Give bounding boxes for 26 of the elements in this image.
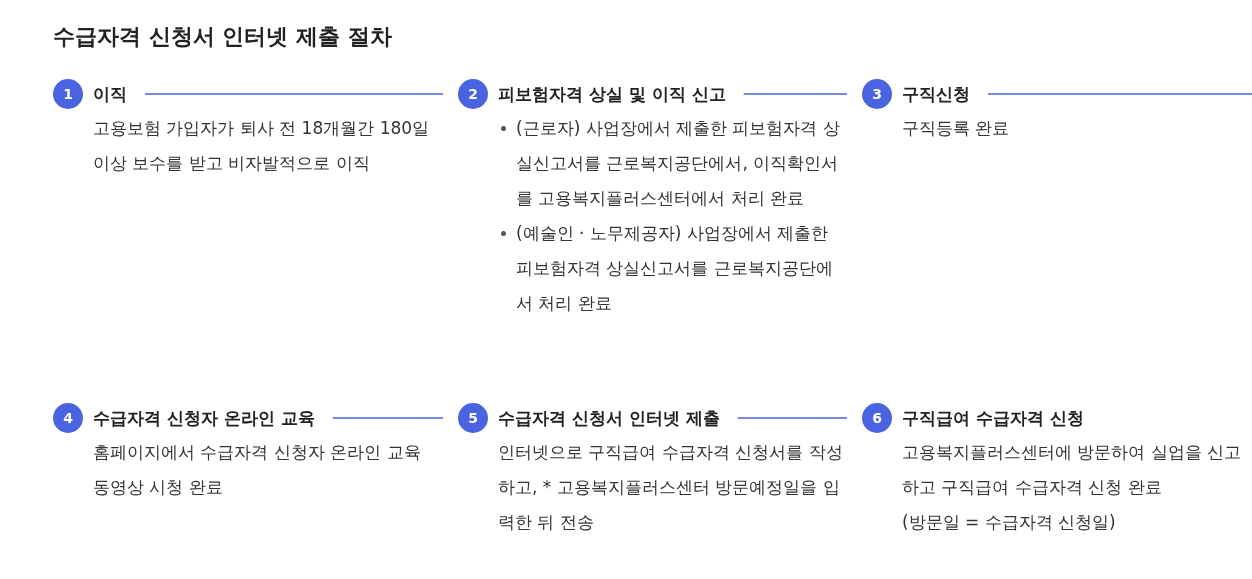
step-number: 1 (53, 79, 83, 109)
step-description: 인터넷으로 구직급여 수급자격 신청서를 작성하고, * 고용복지플러스센터 방문예정일을 입력한 뒤 전송 (498, 441, 844, 534)
bullet-item: (예술인 · 노무제공자) 사업장에서 제출한 피보험자격 상실신고서를 근로복지공단에서 처리 완료 (498, 216, 848, 321)
connector-line (144, 93, 444, 95)
step-number: 5 (458, 403, 488, 433)
step-description: 고용보험 가입자가 퇴사 전 18개월간 180일 이상 보수를 받고 비자발적으로 이직 (93, 117, 431, 175)
step-heading: 이직 (93, 83, 127, 105)
connector-line (987, 93, 1252, 95)
step-description: 홈페이지에서 수급자격 신청자 온라인 교육 동영상 시청 완료 (93, 441, 422, 499)
step-number: 4 (53, 403, 83, 433)
step-description: 고용복지플러스센터에 방문하여 실업을 신고하고 구직급여 수급자격 신청 완료 (902, 441, 1243, 499)
connector-line (742, 93, 848, 95)
step-heading: 구직신청 (902, 83, 970, 105)
step-description: (방문일 = 수급자격 신청일) (902, 511, 1117, 534)
title: 수급자격 신청서 인터넷 제출 절차 (53, 23, 392, 51)
step-number: 3 (862, 79, 892, 109)
step-number: 2 (458, 79, 488, 109)
step-description: 구직등록 완료 (902, 117, 1011, 140)
step-heading: 피보험자격 상실 및 이직 신고 (498, 83, 726, 105)
step-number: 6 (862, 403, 892, 433)
connector-line (737, 417, 848, 419)
bullet-item: (근로자) 사업장에서 제출한 피보험자격 상실신고서를 근로복지공단에서, 이직확인서를 고용복지플러스센터에서 처리 완료 (498, 111, 848, 216)
connector-line (332, 417, 444, 419)
step-heading: 구직급여 수급자격 신청 (902, 407, 1084, 429)
step-heading: 수급자격 신청서 인터넷 제출 (498, 407, 720, 429)
step-heading: 수급자격 신청자 온라인 교육 (93, 407, 315, 429)
